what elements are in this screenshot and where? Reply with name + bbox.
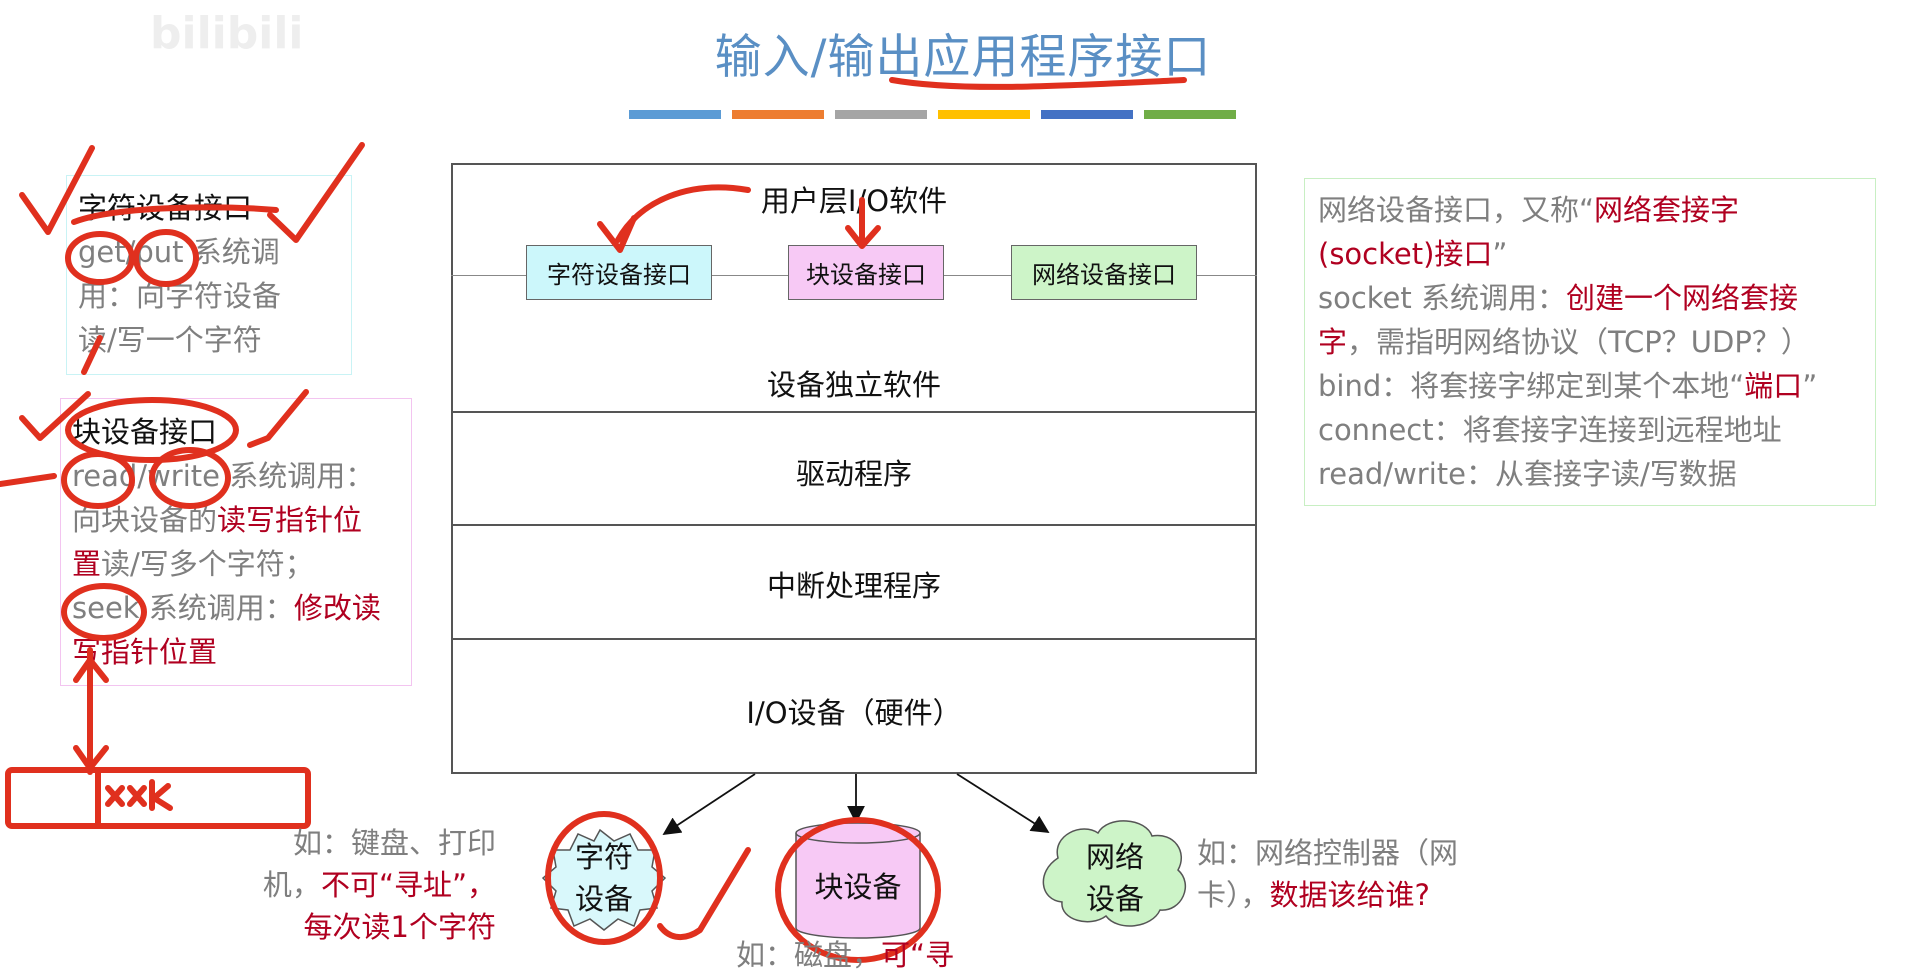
arrow-to-char-device	[662, 773, 756, 835]
interrupt-layer: 中断处理程序	[766, 569, 941, 603]
accent-bar	[835, 110, 927, 119]
char-interface-note-frame	[66, 175, 352, 375]
slide-title: 输入/输出应用程序接口	[714, 30, 1212, 85]
note-line: read/write：从套接字读/写数据	[1318, 457, 1737, 491]
block-interface-box: 块设备接口	[788, 245, 944, 300]
network-interface-note: 网络设备接口，又称“网络套接字 (socket)接口” socket 系统调用：…	[1318, 188, 1874, 496]
note-line: socket 系统调用：创建一个网络套接	[1318, 281, 1799, 315]
network-device-example: 如：网络控制器（网 卡），数据该给谁?	[1197, 832, 1507, 916]
watermark: bilibili	[150, 8, 304, 59]
network-device: 网络 设备	[1085, 840, 1144, 916]
arrow-to-network-device	[956, 773, 1050, 833]
accent-bar	[1144, 110, 1236, 119]
block-interface-heading: 块设备接口	[72, 415, 218, 449]
layer-divider	[451, 524, 1257, 526]
block-device: 块设备	[814, 870, 902, 904]
char-interface-box: 字符设备接口	[526, 245, 712, 300]
driver-layer: 驱动程序	[795, 457, 912, 491]
note-line: bind：将套接字绑定到某个本地“端口”	[1318, 369, 1818, 403]
layer-divider	[451, 411, 1257, 413]
note-line: 如：网络控制器（网	[1197, 836, 1459, 870]
note-line: connect：将套接字连接到远程地址	[1318, 413, 1782, 447]
note-line: 机，不可“寻址”，	[262, 868, 496, 902]
char-interface-note: 字符设备接口 get/put 系统调 用：向字符设备 读/写一个字符	[78, 186, 348, 362]
accent-bar	[938, 110, 1030, 119]
block-interface-note-frame	[60, 398, 412, 686]
note-line: 置读/写多个字符；	[72, 547, 314, 581]
network-interface-note-frame	[1304, 178, 1876, 506]
char-device: 字符 设备	[574, 840, 633, 916]
device-independent-layer: 设备独立软件	[766, 368, 941, 402]
user-layer-label: 用户层I/O软件	[760, 184, 948, 218]
accent-bar	[629, 110, 721, 119]
block-device-example: 如：磁盘，可“寻	[736, 938, 955, 972]
network-device-shape	[1042, 820, 1187, 927]
note-line: (socket)接口”	[1318, 237, 1508, 271]
note-line: 用：向字符设备	[78, 279, 282, 313]
io-stack	[451, 163, 1257, 774]
note-line: 卡），数据该给谁?	[1197, 878, 1430, 912]
char-device-example: 如：键盘、打印 机，不可“寻址”， 每次读1个字符	[236, 822, 496, 948]
red-annotations	[0, 77, 1187, 963]
accent-bar	[1041, 110, 1133, 119]
note-line: get/put 系统调	[78, 235, 280, 269]
note-line: 如：键盘、打印	[292, 826, 496, 860]
accent-bar	[732, 110, 824, 119]
hardware-layer: I/O设备（硬件）	[746, 696, 962, 730]
network-interface-box: 网络设备接口	[1011, 245, 1197, 300]
note-line: 网络设备接口，又称“网络套接字	[1318, 193, 1740, 227]
note-line: 读/写一个字符	[78, 323, 262, 357]
note-line: 字，需指明网络协议（TCP？UDP？）	[1318, 325, 1810, 359]
note-line: 每次读1个字符	[303, 910, 496, 944]
note-line: seek 系统调用：修改读	[72, 591, 381, 625]
layer-divider	[451, 638, 1257, 640]
